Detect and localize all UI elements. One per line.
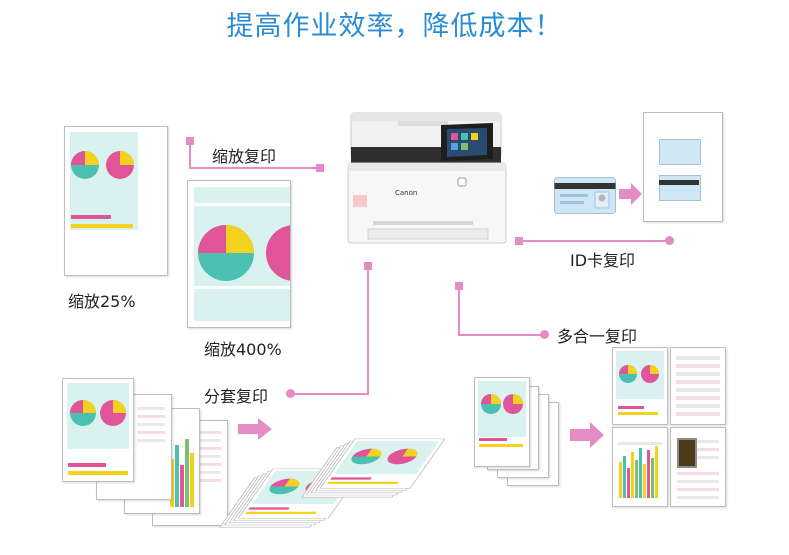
label-reduce-25: 缩放25% bbox=[68, 292, 136, 311]
doc-reduced-25 bbox=[64, 126, 168, 276]
bar-chart-icon bbox=[170, 439, 194, 507]
arrow-right-icon bbox=[570, 422, 604, 448]
printer-icon bbox=[347, 112, 507, 244]
id-card-icon bbox=[554, 177, 616, 214]
sort-source-front bbox=[62, 378, 134, 482]
arrow-right-icon bbox=[619, 183, 642, 205]
printer-brand: Canon bbox=[395, 189, 418, 197]
label-nup-copy: 多合一复印 bbox=[557, 327, 638, 346]
bar-chart-icon bbox=[618, 442, 662, 498]
printer: Canon bbox=[343, 103, 511, 253]
doc-enlarged-400 bbox=[187, 180, 291, 328]
nup-result-page bbox=[612, 347, 726, 507]
pie-chart-icon bbox=[68, 400, 128, 475]
pie-chart-icon bbox=[198, 225, 290, 281]
label-reduce-copy: 缩放复印 bbox=[212, 147, 277, 166]
arrow-right-icon bbox=[238, 418, 272, 440]
id-card-copy-page bbox=[643, 112, 723, 222]
nup-source-front bbox=[474, 377, 530, 467]
sorted-sets bbox=[219, 438, 446, 528]
label-sort-copy: 分套复印 bbox=[204, 387, 269, 406]
pie-chart-icon bbox=[71, 151, 134, 228]
label-enlarge-400: 缩放400% bbox=[204, 340, 282, 359]
page-title: 提高作业效率，降低成本！ bbox=[226, 11, 563, 42]
label-id-card-copy: ID卡复印 bbox=[570, 251, 636, 270]
